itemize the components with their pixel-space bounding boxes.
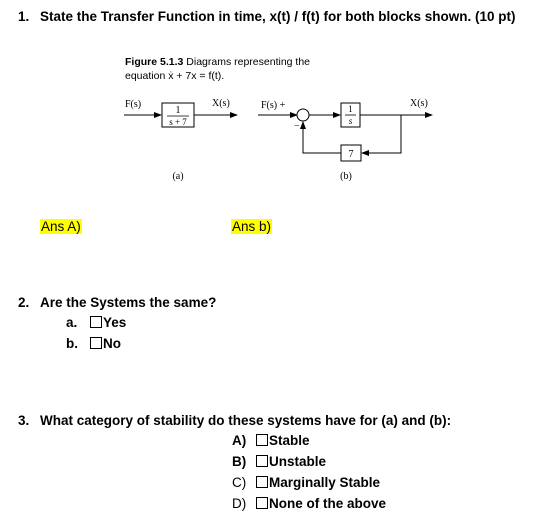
question-3-option-marginally-stable[interactable]: C) Marginally Stable — [232, 475, 380, 490]
checkbox-yes[interactable] — [90, 316, 102, 328]
question-3: 3. What category of stability do these sy… — [18, 413, 451, 428]
answer-a-highlight: Ans A) — [40, 219, 82, 234]
diagram-b: F(s) + − 1 s X(s) 7 (b) — [258, 98, 433, 182]
diagram-b-label: (b) — [340, 171, 352, 182]
figure-caption-text: Diagrams representing the — [186, 56, 311, 68]
question-3-option-none[interactable]: D) None of the above — [232, 496, 386, 511]
diagram-b-integrator-numerator: 1 — [348, 104, 353, 114]
answer-b-highlight: Ans b) — [231, 219, 273, 234]
checkbox-no[interactable] — [90, 337, 102, 349]
question-3-text: What category of stability do these syst… — [40, 413, 452, 428]
diagram-a-block-denominator: s + 7 — [169, 117, 187, 127]
question-3-option-stable[interactable]: A) Stable — [232, 433, 310, 448]
question-1-number: 1. — [18, 9, 30, 24]
checkbox-stable[interactable] — [256, 434, 268, 446]
figure-caption-label: Figure 5.1.3 — [125, 56, 184, 68]
diagram-a-label: (a) — [172, 171, 183, 182]
option-text: Unstable — [269, 454, 327, 469]
diagram-a-output-label: X(s) — [212, 98, 230, 109]
diagram-b-input-label: F(s) + — [261, 100, 286, 111]
question-2-number: 2. — [18, 295, 30, 310]
diagram-a-block-numerator: 1 — [176, 105, 181, 116]
option-label: A) — [232, 433, 247, 448]
option-label: D) — [232, 496, 247, 511]
diagram-b-gain-value: 7 — [349, 149, 354, 160]
diagram-b-minus-sign: − — [294, 121, 300, 132]
diagram-b-summing-junction — [296, 108, 310, 122]
question-2-text: Are the Systems the same? — [40, 295, 217, 310]
question-3-number: 3. — [18, 413, 30, 428]
checkbox-marginally-stable[interactable] — [256, 476, 268, 488]
option-text: None of the above — [269, 496, 387, 511]
option-text: No — [103, 336, 121, 351]
diagram-a: F(s) 1 s + 7 X(s) (a) — [124, 98, 238, 182]
diagram-a-input-label: F(s) — [125, 99, 141, 110]
diagram-b-feedback-path-out — [361, 115, 402, 156]
figure-caption-equation: equation ẋ + 7x = f(t). — [125, 70, 225, 82]
checkbox-none[interactable] — [256, 497, 268, 509]
option-label: B) — [232, 454, 247, 469]
question-1: 1. State the Transfer Function in time, x… — [18, 9, 516, 24]
question-2-option-yes[interactable]: a. Yes — [66, 315, 126, 330]
checkbox-unstable[interactable] — [256, 455, 268, 467]
figure-caption: Figure 5.1.3 Diagrams representing the e… — [125, 55, 310, 83]
diagram-a-block — [161, 102, 195, 128]
question-1-text: State the Transfer Function in time, x(t… — [40, 9, 516, 24]
option-text: Marginally Stable — [269, 475, 381, 490]
option-text: Yes — [103, 315, 127, 330]
question-2-option-no[interactable]: b. No — [66, 336, 121, 351]
option-label: b. — [66, 336, 78, 351]
option-text: Stable — [269, 433, 310, 448]
option-label: a. — [66, 315, 78, 330]
diagram-b-feedback-path-in — [300, 121, 341, 154]
option-label: C) — [232, 475, 247, 490]
question-2: 2. Are the Systems the same? — [18, 295, 216, 310]
diagram-b-integrator-denominator: s — [349, 116, 353, 126]
block-diagrams: F(s) 1 s + 7 X(s) (a) F(s) + − 1 s X(s) … — [124, 98, 433, 182]
question-3-option-unstable[interactable]: B) Unstable — [232, 454, 326, 469]
diagram-b-output-label: X(s) — [410, 98, 428, 109]
